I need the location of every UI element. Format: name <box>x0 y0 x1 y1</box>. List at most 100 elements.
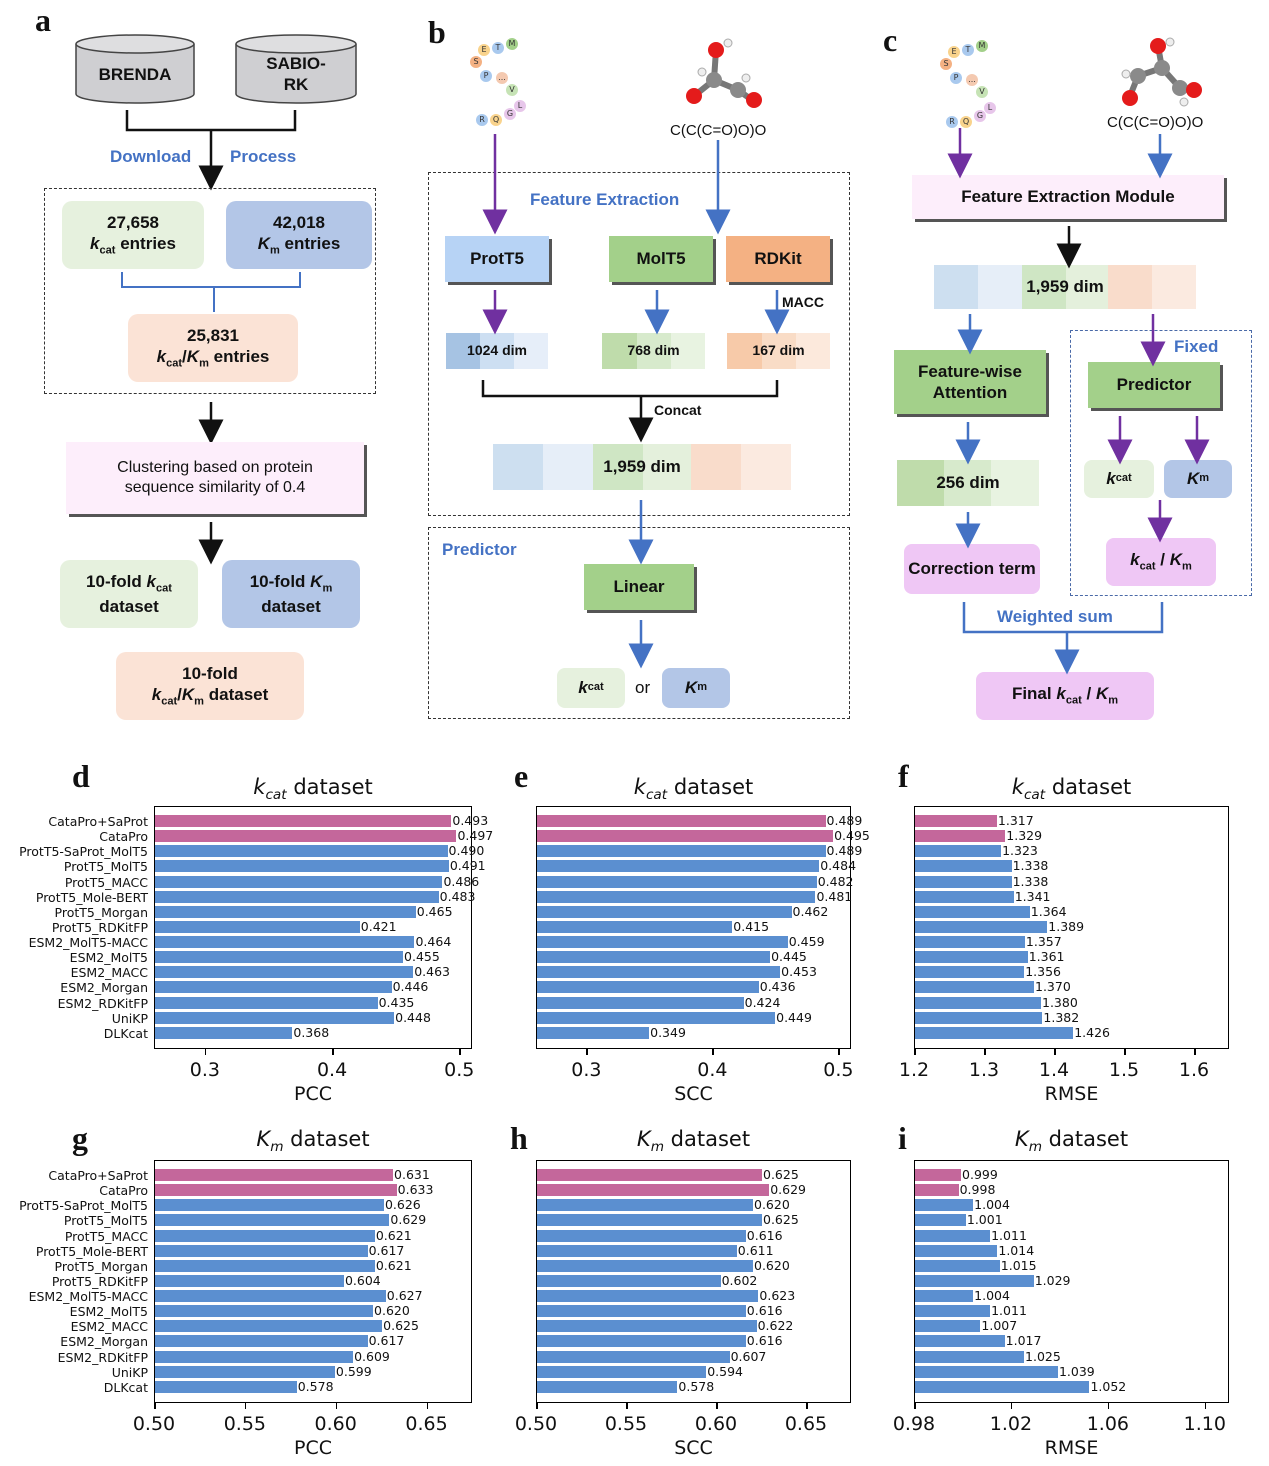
bar-value-label: 1.001 <box>966 1212 1003 1228</box>
bar <box>915 1350 1025 1363</box>
bar <box>537 1335 746 1348</box>
bar-value-label: 1.017 <box>1005 1333 1042 1349</box>
bar <box>537 1380 678 1393</box>
bar-value-label: 0.464 <box>415 934 452 950</box>
correction-term-box: Correction term <box>904 544 1040 594</box>
bar <box>155 920 360 933</box>
bar-value-label: 0.446 <box>392 979 429 995</box>
feature-extraction-label: Feature Extraction <box>530 190 680 209</box>
x-axis-label: SCC <box>674 1437 713 1459</box>
x-tick <box>914 1049 916 1055</box>
bar <box>155 1365 335 1378</box>
x-tick <box>806 1403 808 1409</box>
bar <box>155 1380 297 1393</box>
x-tick-label: 0.55 <box>223 1413 266 1435</box>
panel-label-c: c <box>883 22 898 58</box>
x-tick <box>1204 1403 1207 1409</box>
bar <box>537 1026 650 1039</box>
x-tick-label: 0.50 <box>132 1413 176 1435</box>
bar <box>915 1229 991 1242</box>
bar-value-label: 0.620 <box>754 1197 790 1213</box>
x-tick-label: 0.65 <box>405 1413 448 1435</box>
x-tick-label: 0.60 <box>694 1413 738 1435</box>
x-tick <box>1124 1049 1126 1055</box>
bar-value-label: 0.415 <box>733 918 770 934</box>
x-tick <box>586 1049 588 1055</box>
category-label: ProtT5_Mole-BERT <box>35 889 148 905</box>
sequence-residue: R <box>476 114 488 126</box>
category-label: CataPro <box>99 829 148 845</box>
x-tick <box>459 1049 461 1055</box>
x-tick-label: 0.4 <box>697 1059 728 1081</box>
bar <box>155 1184 397 1197</box>
bar-value-label: 0.616 <box>746 1333 783 1349</box>
x-tick-label: 0.98 <box>892 1413 936 1435</box>
category-label: ESM2_MACC <box>70 1319 148 1335</box>
bar-value-label: 1.015 <box>1000 1257 1037 1273</box>
clustering-box: Clustering based on protein sequence sim… <box>66 442 364 514</box>
panel-label-f: f <box>898 758 909 794</box>
bar <box>915 1290 974 1303</box>
bar-value-label: 0.493 <box>452 813 489 828</box>
bar-value-label: 0.631 <box>394 1167 430 1182</box>
bar-value-label: 0.449 <box>776 1009 812 1025</box>
x-tick-label: 0.3 <box>189 1059 220 1081</box>
x-tick-label: 1.10 <box>1183 1413 1226 1435</box>
x-tick <box>536 1403 538 1409</box>
bar-value-label: 0.633 <box>397 1182 434 1198</box>
category-label: UniKP <box>111 1364 148 1380</box>
bar-value-label: 0.998 <box>959 1182 996 1198</box>
bar <box>537 1199 753 1212</box>
bar-value-label: 0.448 <box>395 1009 431 1025</box>
km-entries-box: 42,018 Km entries <box>226 201 372 269</box>
category-label: ESM2_MolT5-MACC <box>28 935 148 951</box>
category-label: ESM2_MolT5-MACC <box>28 1289 148 1305</box>
x-tick <box>204 1049 207 1055</box>
sequence-residue: R <box>946 116 958 128</box>
concat-feature-vector: 1,959 dim <box>493 444 791 490</box>
bar <box>155 1199 384 1212</box>
bar <box>915 1169 962 1181</box>
km-entries-text: Km entries <box>257 234 341 257</box>
sabio-rk-label: SABIO-RK <box>266 53 326 94</box>
database-cylinder-brenda <box>75 34 195 104</box>
x-tick <box>712 1049 714 1055</box>
category-label: CataPro <box>99 1183 148 1199</box>
sequence-residue: P <box>480 70 492 82</box>
bar-value-label: 1.317 <box>997 813 1034 828</box>
process-label: Process <box>230 147 297 166</box>
bar <box>155 936 415 949</box>
bar <box>537 860 820 873</box>
kcat-count: 27,658 <box>107 212 159 232</box>
bar-value-label: 0.491 <box>449 858 486 874</box>
panel-label-b: b <box>428 14 446 50</box>
category-label: ProtT5_Morgan <box>54 1258 148 1274</box>
bar-value-label: 0.455 <box>404 949 440 965</box>
bar-value-label: 0.495 <box>834 828 870 844</box>
bar <box>915 936 1025 949</box>
molecule-icon <box>664 38 784 118</box>
bar <box>537 981 759 994</box>
bar-value-label: 1.014 <box>998 1242 1035 1258</box>
x-tick-label: 0.5 <box>823 1059 854 1081</box>
category-label: ProtT5-SaProt_MolT5 <box>19 1198 148 1214</box>
x-tick-label: 0.50 <box>514 1413 558 1435</box>
category-label: ProtT5_MACC <box>64 874 148 890</box>
chart-frame-g <box>154 1160 472 1403</box>
bar <box>915 966 1025 979</box>
panel-c-arrows <box>947 128 1210 675</box>
kcat-km-predicted-box: kcat / Km <box>1106 538 1216 586</box>
x-axis-label: PCC <box>294 1437 332 1459</box>
bar <box>155 1214 390 1227</box>
bar <box>915 1305 991 1318</box>
kcatkm-entries-box: 25,831 kcat/Km entries <box>128 314 298 382</box>
sequence-residue: V <box>506 84 518 96</box>
linear-box: Linear <box>584 564 694 610</box>
bar-value-label: 0.484 <box>820 858 857 874</box>
km-dataset-box: 10-fold Km dataset <box>222 560 360 628</box>
bar <box>915 1011 1043 1024</box>
bar <box>537 890 816 903</box>
bar-value-label: 1.338 <box>1012 858 1049 874</box>
